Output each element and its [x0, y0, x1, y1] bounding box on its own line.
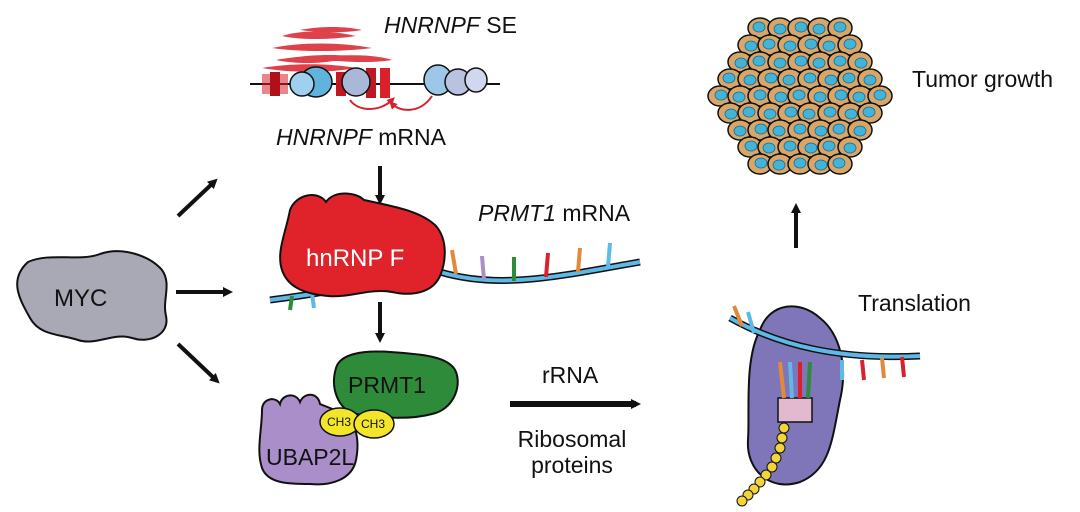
tumor-cell-nucleus — [794, 55, 808, 67]
tumor-cell-nucleus — [824, 74, 838, 86]
tumor-cell-nucleus — [764, 72, 778, 84]
ch3-left-label: CH3 — [327, 415, 352, 429]
tumor-cell-nucleus — [834, 89, 848, 101]
tumor-cell-nucleus — [794, 21, 808, 33]
tumor-cell-nucleus — [743, 74, 757, 86]
tumor-cell-nucleus — [792, 89, 806, 101]
tumor-cell-cluster — [707, 17, 893, 175]
tumor-cell-nucleus — [842, 72, 856, 84]
rrna-label: rRNA — [542, 362, 599, 388]
tumor-cell-nucleus — [734, 57, 748, 69]
hnrnpf-se-suffix: SE — [479, 12, 517, 38]
tumor-cell-nucleus — [803, 72, 817, 84]
ribosomal-proteins-label: Ribosomal proteins — [512, 426, 632, 478]
tumor-cell-nucleus — [773, 23, 787, 35]
tumor-cell-nucleus — [814, 159, 828, 171]
tumor-cell-nucleus — [793, 157, 807, 169]
tumor-cell-nucleus — [832, 157, 846, 169]
arrow-myc-to-ubap2l — [176, 342, 220, 384]
hnrnpf-se-label: HNRNPF SE — [384, 12, 517, 38]
tumor-cell-nucleus — [772, 159, 786, 171]
tumor-cell-nucleus — [732, 91, 746, 103]
prmt1-mrna-suffix: mRNA — [555, 200, 631, 226]
tumor-cell-nucleus — [782, 74, 796, 86]
hnrnpf-label: hnRNP F — [306, 245, 405, 272]
peptide-chain — [736, 422, 790, 507]
ch3-right-shape — [353, 409, 395, 439]
genomic-locus — [250, 64, 500, 111]
tumor-cell-nucleus — [822, 140, 836, 152]
tumor-cell-nucleus — [762, 38, 776, 50]
flow-arrows — [176, 166, 801, 409]
tumor-cell-nucleus — [772, 125, 786, 137]
prmt1-label: PRMT1 — [348, 372, 426, 398]
tumor-cell-nucleus — [843, 38, 857, 50]
tumor-cell-nucleus — [773, 57, 787, 69]
tumor-cell-nucleus — [754, 157, 768, 169]
tumor-cell-nucleus — [823, 106, 837, 118]
ribosomal-line1: Ribosomal — [517, 426, 627, 452]
tumor-cell-nucleus — [802, 108, 816, 120]
super-enhancer-signal — [262, 27, 392, 72]
tumor-cell-nucleus — [804, 38, 818, 50]
tumor-cell-nucleus — [774, 91, 788, 103]
tumor-cell-nucleus — [793, 123, 807, 135]
tumor-cell-nucleus — [763, 108, 777, 120]
tumor-cell-nucleus — [714, 89, 728, 101]
tumor-cell-nucleus — [862, 106, 876, 118]
tumor-cell-nucleus — [852, 91, 866, 103]
tumor-cell-nucleus — [843, 142, 857, 154]
tumor-cell-nucleus — [814, 125, 828, 137]
tumor-cell-nucleus — [744, 140, 758, 152]
ribosomal-line2: proteins — [531, 452, 613, 478]
tumor-cell-nucleus — [833, 21, 847, 33]
tumor-cell-nucleus — [804, 142, 818, 154]
hnrnpf-protein-shape — [279, 192, 446, 298]
tumor-cell-nucleus — [812, 57, 826, 69]
tumor-cell-nucleus — [742, 106, 756, 118]
myc-protein-shape — [16, 250, 168, 343]
tumor-growth-label: Tumor growth — [912, 66, 1054, 92]
hnrnpf-mrna-suffix: mRNA — [371, 124, 446, 150]
tumor-cell-nucleus — [733, 125, 747, 137]
myc-label: MYC — [54, 285, 108, 312]
ribosome — [736, 305, 844, 507]
translation-mrna — [728, 305, 921, 381]
tumor-cell-nucleus — [752, 55, 766, 67]
tumor-cell-nucleus — [762, 142, 776, 154]
tumor-cell-nucleus — [783, 40, 797, 52]
tumor-cell-nucleus — [724, 108, 738, 120]
tumor-cell-nucleus — [863, 74, 877, 86]
tumor-cell-nucleus — [722, 72, 736, 84]
tumor-cell-nucleus — [844, 108, 858, 120]
tumor-cell-nucleus — [822, 40, 836, 52]
tumor-cell-nucleus — [853, 125, 867, 137]
arrow-myc-to-se — [176, 178, 218, 218]
tumor-cell-nucleus — [832, 123, 846, 135]
ubap2l-label: UBAP2L — [266, 444, 355, 470]
tumor-cell-nucleus — [812, 23, 826, 35]
tumor-cell-nucleus — [833, 55, 847, 67]
prmt1-mrna-gene: PRMT1 — [478, 200, 556, 226]
tumor-cell-nucleus — [744, 40, 758, 52]
tumor-cell-nucleus — [754, 123, 768, 135]
tumor-cell-nucleus — [753, 89, 767, 101]
tumor-cell-nucleus — [752, 21, 766, 33]
translation-label: Translation — [858, 290, 971, 316]
hnrnpf-mrna-gene: HNRNPF — [276, 124, 372, 150]
tumor-cell-nucleus — [784, 106, 798, 118]
ch3-right-label: CH3 — [361, 417, 386, 431]
hnrnpf-se-gene: HNRNPF — [384, 12, 480, 38]
tumor-cell-nucleus — [873, 89, 887, 101]
tumor-cell-nucleus — [813, 91, 827, 103]
tumor-cell-nucleus — [783, 140, 797, 152]
hnrnpf-mrna-label: HNRNPF mRNA — [276, 124, 446, 150]
tumor-cell-nucleus — [854, 57, 868, 69]
prmt1-mrna-label: PRMT1 mRNA — [478, 200, 630, 226]
